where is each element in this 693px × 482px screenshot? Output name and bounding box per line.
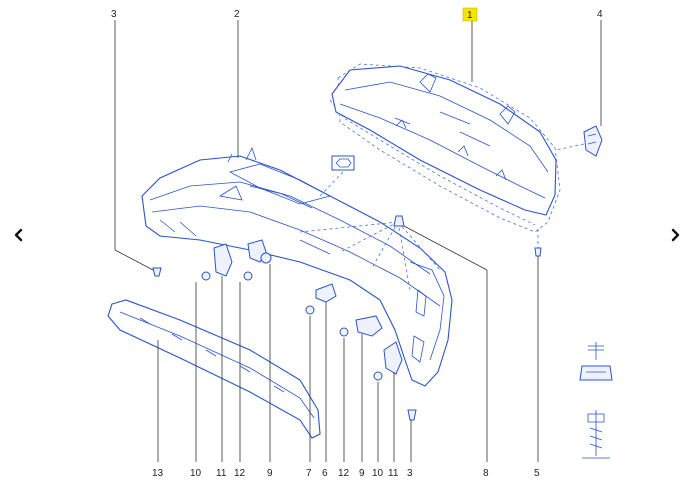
screw-part-5 — [534, 247, 542, 257]
side-bracket-part-4 — [555, 125, 603, 157]
screw-part-8 — [393, 215, 405, 227]
callout-3-top: 3 — [111, 9, 117, 20]
main-bumper-assembly — [141, 146, 453, 387]
washer-part-12-left — [243, 271, 253, 281]
clip-part-11-left — [213, 243, 233, 277]
callout-11-right: 11 — [388, 468, 399, 479]
callout-2: 2 — [234, 9, 240, 20]
callout-7: 7 — [306, 468, 312, 479]
callout-9-right: 9 — [359, 468, 365, 479]
callout-1-highlight — [462, 7, 478, 22]
fastener-key-symbols — [579, 342, 613, 459]
washer-part-10-right — [373, 371, 383, 381]
callout-11-left: 11 — [216, 468, 227, 479]
fasteners — [152, 215, 542, 421]
previous-image-button[interactable] — [12, 228, 34, 254]
callout-5: 5 — [534, 468, 540, 479]
clip-part-9-right — [355, 315, 383, 337]
clip-part-6 — [315, 283, 337, 303]
next-image-button[interactable] — [668, 228, 690, 254]
nut-part-9-left — [260, 252, 272, 264]
chevron-right-icon — [671, 228, 680, 242]
callout-3-bottom: 3 — [407, 468, 413, 479]
callout-4: 4 — [597, 9, 603, 20]
upper-bumper-cover — [329, 63, 561, 233]
callout-6: 6 — [322, 468, 328, 479]
callout-12-left: 12 — [234, 468, 246, 479]
chevron-left-icon — [14, 228, 23, 242]
lower-lip-trim-part-13 — [107, 299, 321, 439]
callout-8: 8 — [483, 468, 489, 479]
callout-13: 13 — [152, 468, 164, 479]
callout-10-right: 10 — [372, 468, 384, 479]
callouts-top: 3 2 1 4 — [111, 7, 603, 271]
callouts-bottom: 13 10 11 12 9 7 6 12 9 10 11 3 8 5 — [152, 225, 540, 479]
washer-part-12-right — [339, 327, 349, 337]
washer-part-7 — [305, 305, 315, 315]
callout-1: 1 — [467, 10, 473, 21]
callout-12-right: 12 — [338, 468, 350, 479]
assembly-guides — [299, 221, 539, 291]
label-plate-symbol — [317, 155, 355, 199]
callout-9-left: 9 — [267, 468, 273, 479]
screw-part-3-right — [407, 409, 417, 421]
screw-part-3-left — [152, 267, 162, 277]
callout-10-left: 10 — [190, 468, 202, 479]
washer-part-10-left — [201, 271, 211, 281]
clip-part-11-right — [383, 341, 403, 375]
